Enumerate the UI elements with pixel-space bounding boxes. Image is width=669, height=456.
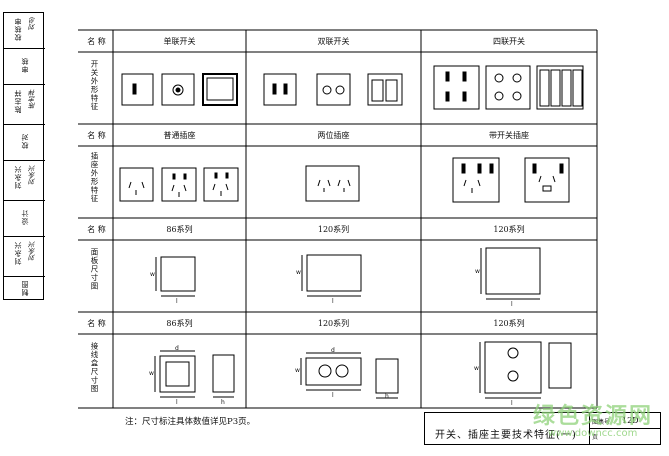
switch-name: 双联开关	[317, 37, 350, 46]
switch-name: 四联开关	[493, 37, 525, 46]
sidebar-cell: 校核审 刘总	[4, 13, 45, 49]
dim-w: w	[296, 269, 301, 276]
socket-row-label: 插座外形特征	[90, 152, 99, 203]
dim-w: w	[475, 268, 480, 275]
atlas-value: 12D	[622, 416, 639, 425]
box-row-label: 接线盒尺寸图	[90, 342, 99, 393]
name-header: 名 称	[87, 37, 106, 46]
box-series: 120系列	[493, 319, 525, 328]
panel-series: 120系列	[317, 225, 350, 234]
socket-switched-group	[452, 157, 570, 203]
approval-sidebar: 校核审 刘总 审核 陈志祥 陈志祥 校对 刘永兴 刘永兴 设计 刘永兴 刘永兴 …	[3, 12, 45, 300]
dim-h: h	[221, 399, 225, 406]
switch-row-label: 开关外形特征	[90, 60, 99, 111]
dim-w: w	[150, 271, 155, 278]
panel-series: 86系列	[166, 225, 193, 234]
switch-name: 单联开关	[163, 37, 196, 46]
switch-single-group	[121, 73, 238, 106]
drawing-title: 开关、插座主要技术特征(一)	[435, 430, 577, 441]
dim-w: w	[295, 367, 300, 374]
box-series: 120系列	[317, 319, 350, 328]
box-86-drawing	[154, 350, 235, 398]
dim-l: l	[176, 399, 178, 406]
socket-name: 普通插座	[163, 131, 196, 140]
panel-series: 120系列	[493, 225, 525, 234]
dim-l: l	[332, 392, 334, 399]
sidebar-cell: 陈志祥 陈志祥	[4, 85, 45, 125]
watermark-text: 绿色资源网	[533, 404, 654, 429]
panel-row-label: 面板尺寸图	[90, 248, 99, 291]
panel-86-drawing	[155, 256, 196, 297]
name-header: 名 称	[87, 131, 106, 140]
socket-common-group	[119, 167, 239, 202]
sidebar-cell: 校对	[4, 125, 45, 161]
dim-d: d	[331, 347, 335, 354]
dim-d: d	[175, 345, 179, 352]
dim-l: l	[332, 298, 334, 305]
footnote: 注：尺寸标注具体数值详见P3页。	[125, 417, 256, 427]
dim-h: h	[385, 393, 389, 400]
box-120-drawing	[300, 352, 399, 399]
panel-120-drawing	[301, 254, 362, 297]
sidebar-cell: 审核	[4, 49, 45, 85]
watermark-url: www.downcc.com	[548, 428, 638, 439]
name-header: 名 称	[87, 319, 106, 328]
dim-l: l	[511, 301, 513, 308]
socket-double-group	[305, 165, 360, 202]
socket-name: 两位插座	[317, 131, 350, 140]
atlas-label: 图集号	[592, 419, 611, 426]
dim-w: w	[474, 365, 479, 372]
switch-quad-group	[433, 65, 584, 110]
panel-120b-drawing	[480, 247, 541, 300]
socket-name: 带开关插座	[489, 131, 529, 140]
page-label: 页	[592, 434, 599, 441]
title-block: 开关、插座主要技术特征(一) 图集号 12D 页	[424, 412, 661, 445]
dim-l: l	[176, 298, 178, 305]
name-header: 名 称	[87, 225, 106, 234]
dim-l: l	[511, 400, 513, 407]
box-series: 86系列	[166, 319, 193, 328]
sidebar-cell: 设计	[4, 201, 45, 237]
box-120b-drawing	[479, 341, 572, 399]
sidebar-cell: 刘永兴 刘永兴	[4, 161, 45, 201]
switch-double-group	[263, 73, 403, 106]
sidebar-cell: 刘永兴 刘永兴	[4, 237, 45, 277]
dim-w: w	[149, 370, 154, 377]
